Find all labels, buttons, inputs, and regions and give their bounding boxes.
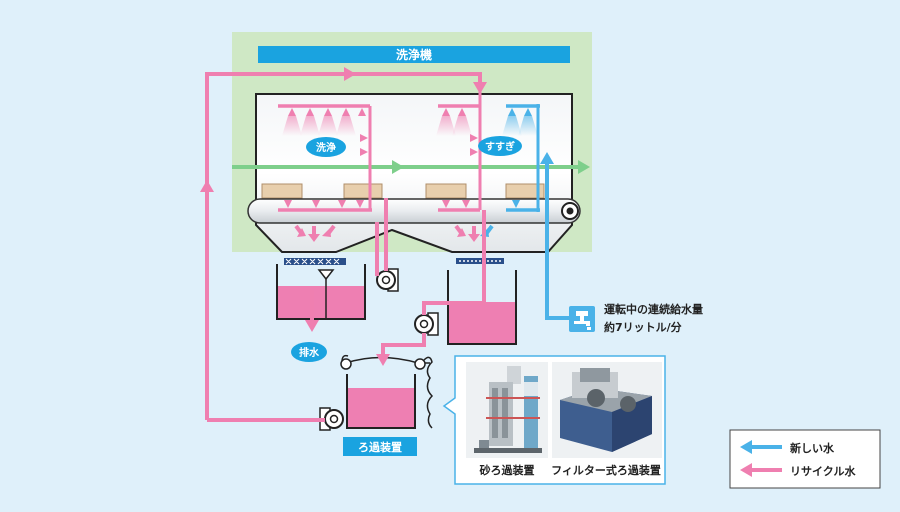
pump-icon [414, 312, 439, 336]
cartridge-filter-caption: フィルター式ろ過装置 [551, 463, 661, 477]
conveyor-flow-arrow [232, 160, 590, 174]
legend-fresh-label: 新しい水 [790, 441, 835, 455]
fresh-water-header [502, 104, 540, 212]
sand-filter-caption: 砂ろ過装置 [480, 463, 535, 477]
legend-recycle-label: リサイクル水 [790, 464, 856, 478]
chamber-drain-arrows [294, 224, 494, 242]
supply-note-line2: 約7リットル/分 [604, 320, 682, 334]
recycle-water-pipes [205, 72, 486, 422]
filter-device-label: ろ過装置 [358, 440, 402, 454]
wash-tank [276, 264, 366, 320]
wash-bubble: 洗浄 [306, 137, 346, 157]
faucet-icon [569, 306, 595, 332]
legend: 新しい水 リサイクル水 [729, 429, 881, 489]
cartridge-filter-image [552, 362, 662, 458]
recycle-arrow-heads [200, 67, 487, 366]
legend-recycle-arrow-icon [740, 463, 782, 477]
filter-device-label-box [343, 437, 417, 456]
drain-bubble: 排水 [291, 342, 327, 362]
workpieces [261, 183, 545, 199]
pump-icon [376, 268, 399, 292]
conveyor-belt [247, 198, 581, 224]
fresh-water-pipe [540, 152, 574, 320]
machine-title: 洗浄機 [396, 47, 432, 62]
filter-tank [340, 354, 434, 429]
rinse-strainer [456, 258, 504, 264]
rinse-spray-header [436, 84, 482, 212]
wash-spray-header [278, 104, 372, 212]
supply-note-line1: 運転中の連続給水量 [604, 302, 703, 316]
wash-strainer [284, 258, 346, 265]
title-bar [258, 46, 570, 63]
conveyor-pulley [561, 202, 579, 220]
wash-label: 洗浄 [316, 141, 336, 154]
rinse-tank [447, 270, 517, 345]
rinse-label: すすぎ [485, 140, 515, 153]
sand-filter-image [466, 362, 548, 458]
drain-label: 排水 [299, 346, 320, 359]
rinse-bubble: すすぎ [478, 136, 522, 156]
legend-fresh-arrow-icon [740, 440, 782, 454]
